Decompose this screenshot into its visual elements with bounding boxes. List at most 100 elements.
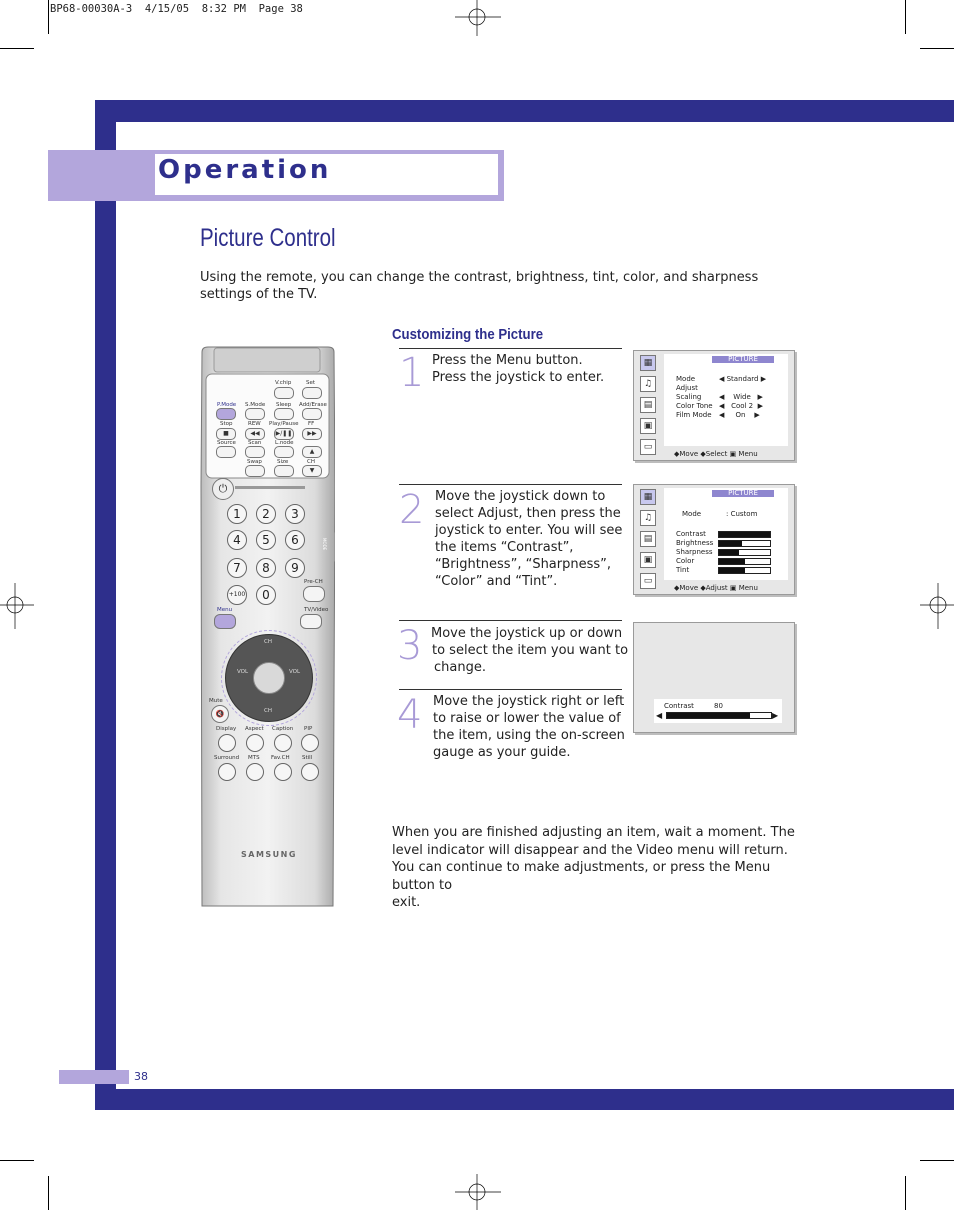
- still-button[interactable]: [301, 763, 319, 781]
- page-number-bar: [59, 1070, 129, 1084]
- sound-icon: ♫: [640, 376, 656, 392]
- joystick-vol-up-label: VOL: [289, 669, 301, 675]
- size-button[interactable]: [274, 465, 294, 477]
- digit-6-button[interactable]: 6: [285, 530, 305, 550]
- osd-row-scaling: Scaling◀ Wide ▶: [676, 393, 763, 401]
- digit-9-button[interactable]: 9: [285, 558, 305, 578]
- osd-icon-column: ▦ ♫ ▤ ▣ ▭: [637, 355, 663, 460]
- joystick-vol-down-label: VOL: [237, 669, 249, 675]
- remote-label-prech: Pre-CH: [304, 579, 323, 585]
- plus100-button[interactable]: +100: [227, 585, 247, 605]
- pmode-button[interactable]: [216, 408, 236, 420]
- ff-button[interactable]: ▶▶: [302, 428, 322, 440]
- contrast-gauge: [718, 531, 771, 538]
- remote-label-sleep: Sleep: [276, 402, 292, 408]
- vchip-button[interactable]: [274, 387, 294, 399]
- remote-label-smode: S.Mode: [245, 402, 266, 408]
- joystick-center-button[interactable]: [253, 662, 285, 694]
- smode-button[interactable]: [245, 408, 265, 420]
- ch-down-button[interactable]: ▼: [302, 465, 322, 477]
- remote-label-pmode: P.Mode: [217, 402, 237, 408]
- picture-icon: ▦: [640, 489, 656, 505]
- add-erase-button[interactable]: [302, 408, 322, 420]
- remote-label-stop: Stop: [220, 421, 233, 427]
- osd-title: PICTURE: [712, 490, 774, 497]
- color-gauge: [718, 558, 771, 565]
- pip-button[interactable]: [301, 734, 319, 752]
- page-frame-left: [95, 100, 116, 1110]
- remote-label-vchip: V.chip: [275, 380, 292, 386]
- joystick-ch-down-label: CH: [264, 708, 272, 714]
- prech-button[interactable]: [303, 586, 325, 602]
- stop-button[interactable]: ■: [216, 428, 236, 440]
- step-4-rule: [399, 689, 622, 690]
- gauge-label: Contrast: [664, 702, 694, 710]
- favch-button[interactable]: [274, 763, 292, 781]
- caption-button[interactable]: [274, 734, 292, 752]
- step-1-rule: [399, 348, 622, 349]
- step-4-number: 4: [397, 692, 423, 738]
- set-button[interactable]: [302, 387, 322, 399]
- remote-divider: [235, 486, 305, 489]
- osd-title: PICTURE: [712, 356, 774, 363]
- digit-0-button[interactable]: 0: [256, 585, 276, 605]
- source-button[interactable]: [216, 446, 236, 458]
- remote-label-scan: Scan: [248, 440, 262, 446]
- remote-label-rew: REW: [248, 421, 261, 427]
- registration-mark-bottom: [455, 1174, 501, 1210]
- step-3-number: 3: [397, 623, 423, 669]
- registration-mark-right: [920, 583, 954, 629]
- sleep-button[interactable]: [274, 408, 294, 420]
- aspect-button[interactable]: [246, 734, 264, 752]
- digit-1-button[interactable]: 1: [227, 504, 247, 524]
- crop-mark: [920, 1160, 954, 1161]
- power-button[interactable]: ⏻: [212, 478, 234, 500]
- menu-button[interactable]: [214, 614, 236, 629]
- swap-button[interactable]: [245, 465, 265, 477]
- remote-label-mts: MTS: [248, 755, 260, 761]
- digit-4-button[interactable]: 4: [227, 530, 247, 550]
- surround-button[interactable]: [218, 763, 236, 781]
- osd-panel: PICTURE Mode◀ Standard ▶ Adjust Scaling◀…: [664, 354, 788, 446]
- input-icon: ▭: [640, 573, 656, 589]
- tv-video-button[interactable]: [300, 614, 322, 629]
- digit-3-button[interactable]: 3: [285, 504, 305, 524]
- gauge-value: 80: [714, 702, 723, 710]
- scan-button[interactable]: [245, 446, 265, 458]
- outro-text: When you are finished adjusting an item,…: [392, 825, 795, 910]
- digit-7-button[interactable]: 7: [227, 558, 247, 578]
- mts-button[interactable]: [246, 763, 264, 781]
- step-2-number: 2: [399, 487, 425, 533]
- osd-picture-menu: ▦ ♫ ▤ ▣ ▭ PICTURE Mode◀ Standard ▶ Adjus…: [633, 350, 795, 461]
- osd-mode-value: : Custom: [726, 510, 758, 518]
- crop-mark: [905, 0, 906, 34]
- remote-label-still: Still: [302, 755, 313, 761]
- osd-mode-label: Mode: [682, 510, 702, 518]
- remote-label-ff: FF: [308, 421, 315, 427]
- osd-item-brightness: Brightness: [676, 539, 714, 547]
- remote-label-pip: PIP: [304, 726, 313, 732]
- mute-button[interactable]: 🔇: [211, 705, 229, 723]
- step-4-text: Move the joystick right or left to raise…: [433, 694, 625, 760]
- page-heading: Picture Control: [200, 224, 336, 252]
- display-button[interactable]: [218, 734, 236, 752]
- remote-label-play-pause: Play/Pause: [269, 421, 299, 427]
- osd-footer: ◆Move ◆Select ▣ Menu: [674, 450, 758, 458]
- crop-mark: [0, 1160, 34, 1161]
- remote-label-set: Set: [306, 380, 316, 386]
- sharpness-gauge: [718, 549, 771, 556]
- play-pause-button[interactable]: ▶/❚❚: [274, 428, 294, 440]
- digit-2-button[interactable]: 2: [256, 504, 276, 524]
- osd-icon-column: ▦ ♫ ▤ ▣ ▭: [637, 489, 663, 594]
- ch-up-button[interactable]: ▲: [302, 446, 322, 458]
- remote-label-mute: Mute: [209, 698, 223, 704]
- crop-mark: [920, 48, 954, 49]
- digit-5-button[interactable]: 5: [256, 530, 276, 550]
- osd-panel: PICTURE Mode : Custom Contrast Brightnes…: [664, 488, 788, 580]
- lnode-button[interactable]: [274, 446, 294, 458]
- digit-8-button[interactable]: 8: [256, 558, 276, 578]
- rew-button[interactable]: ◀◀: [245, 428, 265, 440]
- crop-mark: [0, 48, 34, 49]
- brightness-gauge: [718, 540, 771, 547]
- channel-icon: ▤: [640, 397, 656, 413]
